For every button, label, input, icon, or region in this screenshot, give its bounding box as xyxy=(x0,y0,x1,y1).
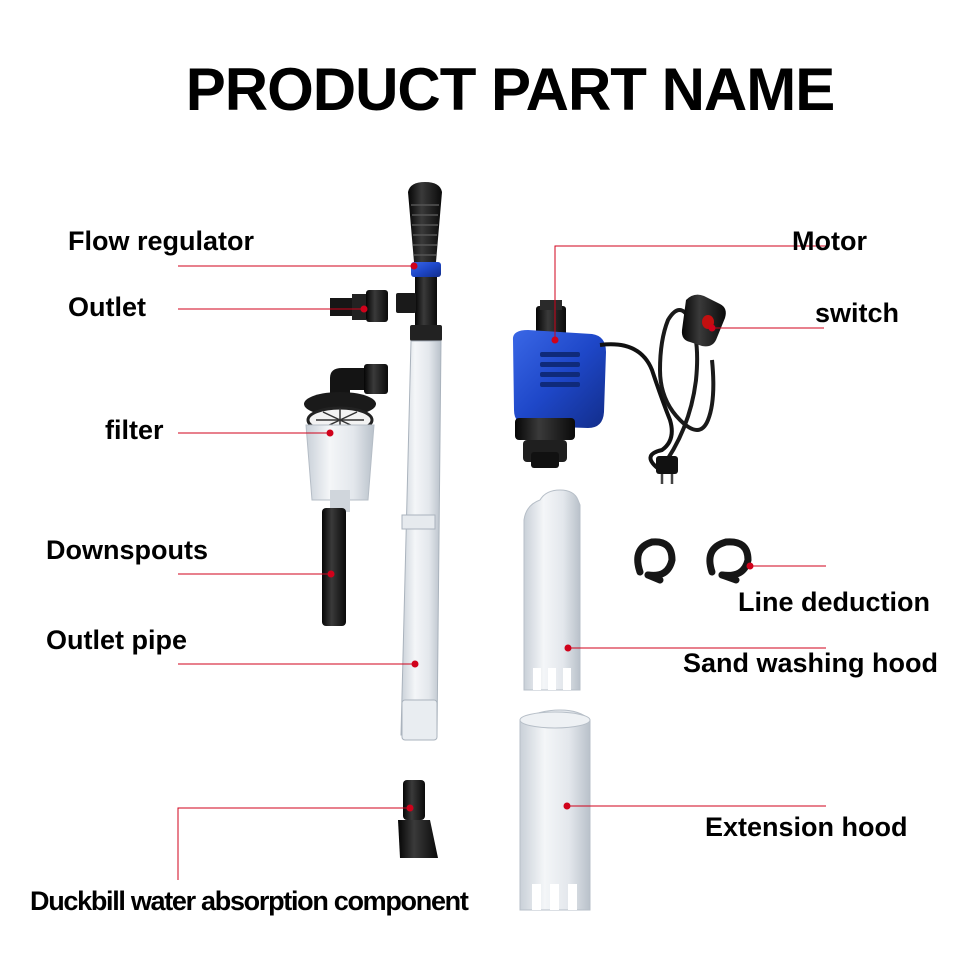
leader-duckbill-dot xyxy=(406,804,414,812)
leader-outlet-dot xyxy=(360,305,368,313)
pipe-handle-icon xyxy=(408,182,442,262)
leader-motor xyxy=(554,245,826,340)
leader-lines xyxy=(177,245,826,880)
label-outlet-pipe: Outlet pipe xyxy=(46,625,187,655)
label-filter: filter xyxy=(105,415,164,445)
leader-extension-hood-dot xyxy=(563,802,571,810)
leader-outlet-pipe-dot xyxy=(411,660,419,668)
leader-filter-dot xyxy=(326,429,334,437)
flow-regulator-ring xyxy=(411,262,441,277)
downspout-tube xyxy=(322,508,346,626)
outlet-connector xyxy=(330,290,388,322)
duckbill-nozzle-icon xyxy=(398,780,438,858)
label-line-deduction: Line deduction xyxy=(738,587,930,617)
sand-washing-hood xyxy=(523,489,581,691)
hose-clip-icon xyxy=(634,538,752,584)
label-sand-washing-hood: Sand washing hood xyxy=(683,648,938,678)
leader-flow-regulator-dot xyxy=(410,262,418,270)
label-duckbill: Duckbill water absorption component xyxy=(30,886,469,916)
leader-downspouts-dot xyxy=(327,570,335,578)
filter-cup-icon xyxy=(304,364,388,626)
inline-switch-cord-icon xyxy=(681,294,726,347)
label-switch: switch xyxy=(815,298,900,328)
extension-hood xyxy=(519,709,591,911)
label-motor: Motor xyxy=(792,226,867,256)
label-extension-hood: Extension hood xyxy=(705,812,908,842)
pump-motor-icon xyxy=(512,300,716,484)
label-downspouts: Downspouts xyxy=(46,535,208,565)
leader-line-deduction-dot xyxy=(746,562,754,570)
leader-motor-dot xyxy=(551,336,559,344)
label-outlet: Outlet xyxy=(68,292,146,322)
page-title: PRODUCT PART NAME xyxy=(185,56,836,123)
leader-duckbill xyxy=(177,807,410,880)
label-flow-regulator: Flow regulator xyxy=(68,226,255,256)
leader-switch-dot xyxy=(708,324,716,332)
leader-sand-washing-hood-dot xyxy=(564,644,572,652)
main-pipe xyxy=(396,182,442,741)
